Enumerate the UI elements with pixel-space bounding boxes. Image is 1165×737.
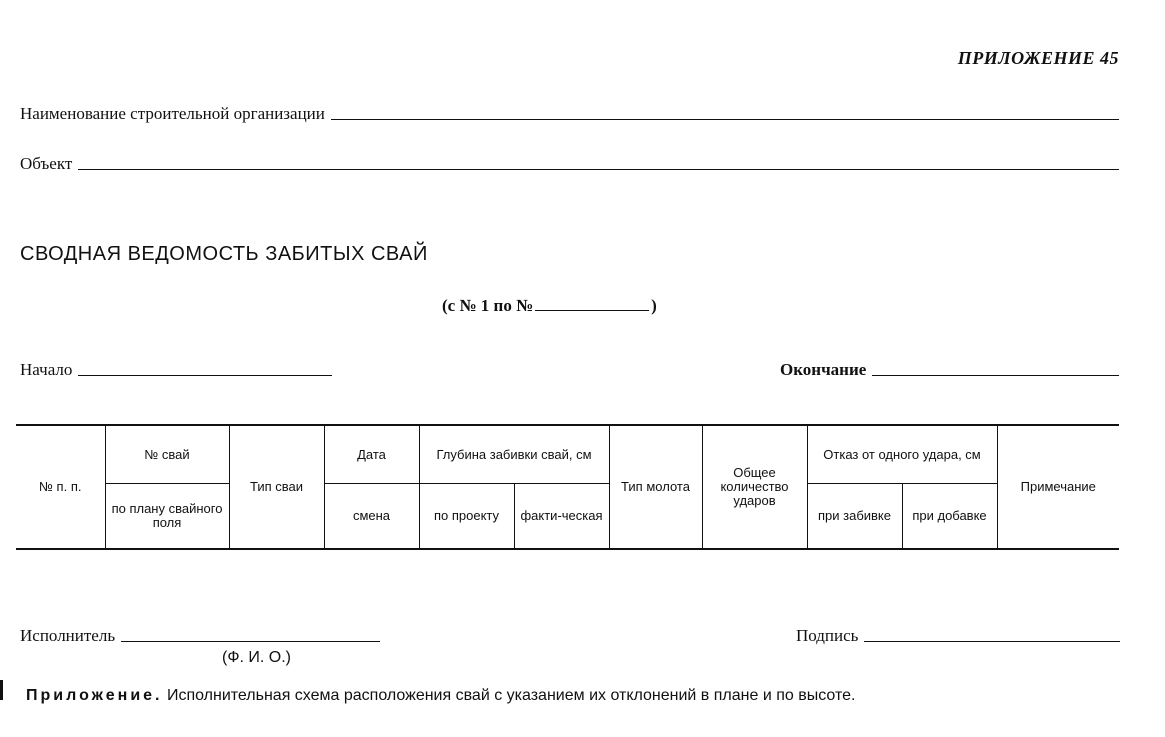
start-row: Начало <box>20 360 332 380</box>
start-label: Начало <box>20 360 73 379</box>
executor-row: Исполнитель <box>20 626 380 646</box>
document-title: СВОДНАЯ ВЕДОМОСТЬ ЗАБИТЫХ СВАЙ <box>20 243 428 265</box>
header-depth-actual: факти-ческая <box>513 483 610 550</box>
appendix-note: Приложение. Исполнительная схема располо… <box>26 687 855 705</box>
header-pile-no-plan: по плану свайного поля <box>105 483 230 550</box>
signature-label: Подпись <box>796 626 859 645</box>
header-refusal: Отказ от одного удара, см <box>806 424 998 485</box>
signature-row: Подпись <box>796 626 1120 646</box>
object-row: Объект <box>20 154 1119 174</box>
pile-range-field[interactable] <box>535 310 650 311</box>
organization-label: Наименование строительной организации <box>20 104 325 123</box>
header-pile-type: Тип сваи <box>228 424 325 550</box>
start-field[interactable] <box>78 374 332 376</box>
header-date: Дата <box>323 424 420 485</box>
signature-field[interactable] <box>864 640 1120 642</box>
header-refusal-driving: при забивке <box>806 483 903 550</box>
appendix-note-text: Исполнительная схема расположения свай с… <box>166 687 856 704</box>
pile-table: № п. п. № свай Тип сваи Дата Глубина заб… <box>16 424 1120 550</box>
pile-range: (с № 1 по №) <box>442 296 657 316</box>
header-hammer-type: Тип молота <box>608 424 703 550</box>
header-depth: Глубина забивки свай, см <box>418 424 610 485</box>
appendix-label: ПРИЛОЖЕНИЕ 45 <box>957 48 1119 68</box>
organization-row: Наименование строительной организации <box>20 104 1119 124</box>
pile-range-suffix: ) <box>651 296 657 315</box>
header-shift: смена <box>323 483 420 550</box>
organization-field[interactable] <box>330 118 1119 120</box>
header-depth-project: по проекту <box>418 483 515 550</box>
margin-mark <box>0 680 3 700</box>
end-row: Окончание <box>780 360 1119 380</box>
header-row-number: № п. п. <box>16 424 106 550</box>
header-remarks: Примечание <box>996 424 1120 550</box>
pile-range-prefix: (с № 1 по № <box>442 296 534 315</box>
object-field[interactable] <box>78 168 1119 170</box>
header-refusal-redriving: при добавке <box>901 483 998 550</box>
end-field[interactable] <box>872 374 1119 376</box>
executor-label: Исполнитель <box>20 626 116 645</box>
appendix-note-head: Приложение. <box>26 687 163 704</box>
executor-field[interactable] <box>121 640 380 642</box>
end-label: Окончание <box>780 360 867 379</box>
header-total-blows: Общее количество ударов <box>701 424 808 550</box>
header-pile-no: № свай <box>104 424 230 485</box>
fio-caption: (Ф. И. О.) <box>222 649 291 666</box>
object-label: Объект <box>20 154 73 173</box>
